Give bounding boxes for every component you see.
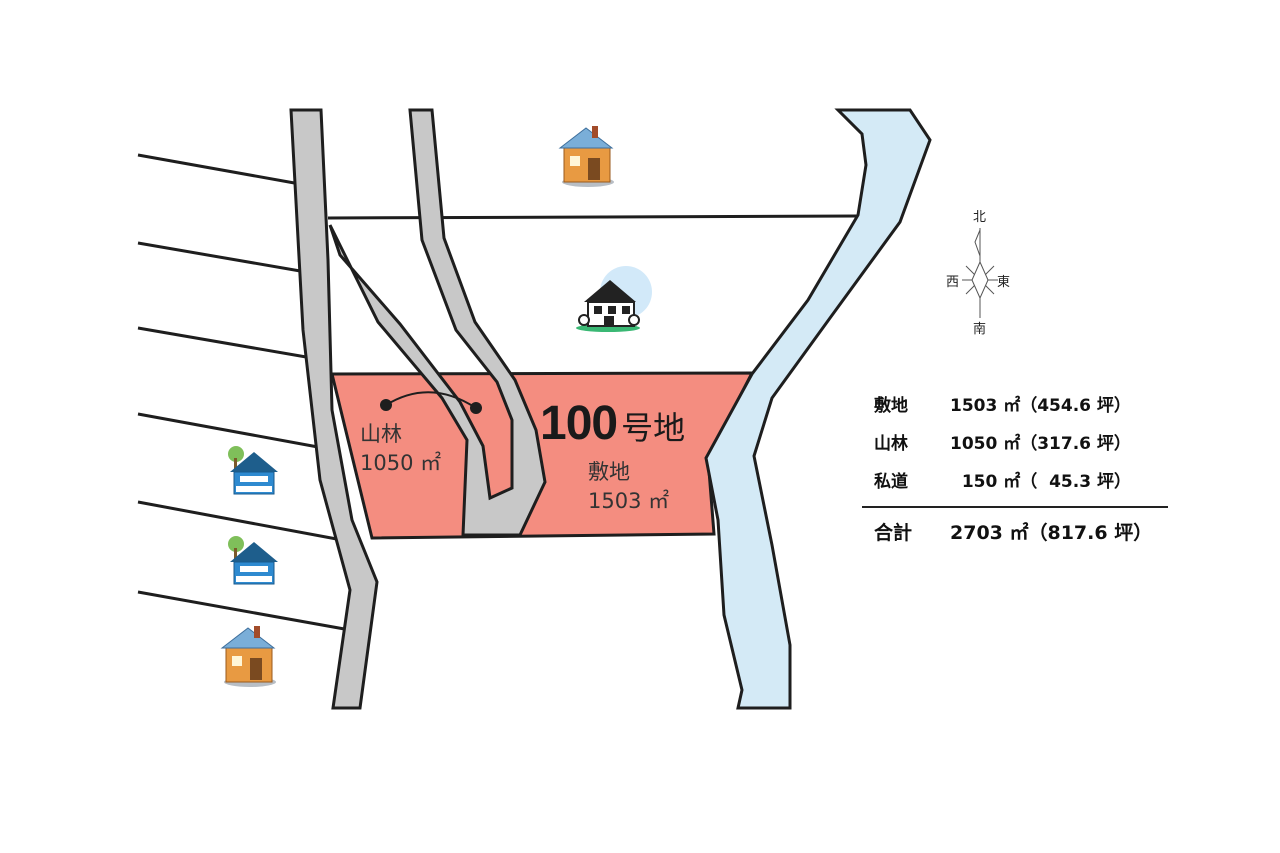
summary-row-site: 敷地 1503 ㎡（454.6 坪） <box>862 384 1168 422</box>
river <box>704 108 932 710</box>
compass-west: 西 <box>946 275 960 290</box>
forest-area: 1050 ㎡ <box>360 451 442 475</box>
lot-number: 100 <box>540 397 618 450</box>
summary-row-forest: 山林 1050 ㎡（317.6 坪） <box>862 422 1168 460</box>
house-icon-blue <box>228 536 278 585</box>
summary-value: 1050 ㎡（317.6 坪） <box>950 433 1131 454</box>
summary-value: 1503 ㎡（454.6 坪） <box>950 395 1131 416</box>
area-summary: 敷地 1503 ㎡（454.6 坪） 山林 1050 ㎡（317.6 坪） 私道… <box>862 384 1168 548</box>
summary-divider <box>862 506 1168 508</box>
house-icon-orange <box>220 626 276 687</box>
total-label: 合計 <box>874 521 913 544</box>
summary-label: 敷地 <box>874 395 908 416</box>
lot-suffix: 号地 <box>621 409 686 447</box>
summary-label: 山林 <box>874 433 908 454</box>
forest-name: 山林 <box>360 422 402 446</box>
summary-label: 私道 <box>874 471 908 492</box>
total-value: 2703 ㎡（817.6 坪） <box>950 521 1153 544</box>
compass-north: 北 <box>973 210 987 225</box>
site-area: 1503 ㎡ <box>588 489 670 513</box>
summary-row-private-road: 私道 150 ㎡（ 45.3 坪） <box>862 460 1168 498</box>
summary-row-total: 合計 2703 ㎡（817.6 坪） <box>862 514 1168 548</box>
main-road <box>289 108 379 710</box>
forest-marker <box>380 391 482 414</box>
forest-label: 山林 1050 ㎡ <box>360 420 441 478</box>
compass-icon <box>962 228 998 318</box>
lot-100-plot[interactable] <box>330 371 755 540</box>
house-icon-orange <box>558 126 614 187</box>
house-icon-blue <box>228 446 278 495</box>
site-label: 敷地 1503 ㎡ <box>588 458 669 516</box>
compass-east: 東 <box>997 275 1011 290</box>
site-name: 敷地 <box>588 460 630 484</box>
summary-value: 150 ㎡（ 45.3 坪） <box>950 471 1131 492</box>
private-road <box>328 108 547 537</box>
compass-south: 南 <box>973 322 987 337</box>
property-lines <box>137 153 859 632</box>
villa-icon <box>576 266 652 332</box>
